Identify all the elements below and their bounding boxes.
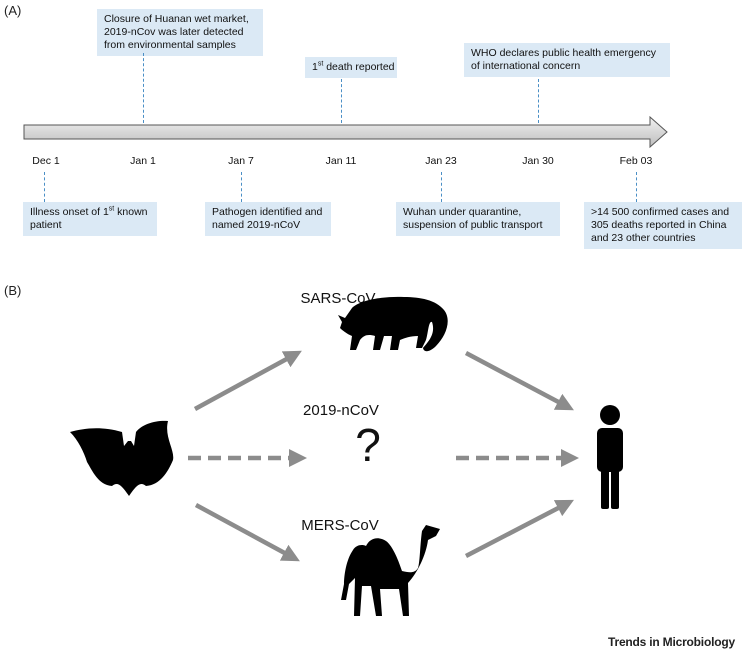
event-text-line: patient: [30, 219, 62, 231]
event-text-line: and 23 other countries: [591, 232, 696, 244]
journal-credit: Trends in Microbiology: [608, 635, 735, 649]
event-text: death reported: [323, 61, 395, 73]
event-box-wuhan-quarantine: Wuhan under quarantine, suspension of pu…: [396, 202, 560, 236]
camel-icon: [341, 525, 440, 616]
event-text-line: Closure of Huanan wet market,: [104, 13, 249, 25]
tick-label: Jan 11: [325, 155, 357, 167]
event-text-line: Pathogen identified and: [212, 206, 323, 218]
arrow-civet-to-human: [464, 351, 574, 411]
connector-dash: [441, 172, 442, 202]
tick-label: Feb 03: [619, 155, 653, 167]
event-box-who-emergency: WHO declares public health emergency of …: [464, 43, 670, 77]
event-text-line: named 2019-nCoV: [212, 219, 301, 231]
arrow-bat-to-camel: [194, 503, 300, 562]
arrow-camel-to-human: [464, 499, 574, 558]
event-text-sup: st: [317, 60, 324, 68]
connector-dash: [341, 79, 342, 123]
bat-icon: [70, 420, 174, 496]
event-text-line: of international concern: [471, 60, 581, 72]
ncov-label: 2019-nCoV: [303, 402, 379, 419]
event-text-sup: st: [108, 205, 115, 213]
connector-dash: [143, 53, 144, 123]
event-text: Illness onset of 1: [30, 206, 109, 218]
arrow-bat-to-civet: [193, 350, 302, 411]
event-box-pathogen-identified: Pathogen identified and named 2019-nCoV: [205, 202, 331, 236]
event-text-line: suspension of public transport: [403, 219, 543, 231]
tick-label: Jan 7: [228, 155, 254, 167]
event-box-first-death: 1st death reported: [305, 57, 397, 78]
event-text-line: >14 500 confirmed cases and: [591, 206, 730, 218]
tick-label: Dec 1: [32, 155, 60, 167]
event-box-illness-onset: Illness onset of 1st known patient: [23, 202, 157, 236]
sars-cov-label: SARS-CoV: [300, 290, 376, 307]
tick-label: Jan 1: [130, 155, 156, 167]
civet-icon: [338, 296, 448, 352]
panel-b-label: (B): [4, 283, 22, 298]
event-box-confirmed-cases: >14 500 confirmed cases and 305 deaths r…: [584, 202, 742, 249]
unknown-host-question-mark: ?: [355, 419, 381, 471]
connector-dash: [538, 79, 539, 123]
connector-dash: [44, 172, 45, 202]
mers-cov-label: MERS-CoV: [301, 517, 379, 534]
event-text-line: 2019-nCov was later detected: [104, 26, 244, 38]
event-text-line: Wuhan under quarantine,: [403, 206, 522, 218]
human-icon: [597, 405, 623, 509]
connector-dash: [241, 172, 242, 202]
connector-dash: [636, 172, 637, 202]
event-text-line: WHO declares public health emergency: [471, 47, 657, 59]
tick-label: Jan 23: [425, 155, 457, 167]
event-box-market-closure: Closure of Huanan wet market, 2019-nCov …: [97, 9, 263, 56]
event-text: 1: [312, 61, 318, 73]
event-text: known: [114, 206, 148, 218]
event-text-line: from environmental samples: [104, 39, 236, 51]
timeline-arrow: [23, 115, 668, 149]
panel-a-label: (A): [4, 3, 22, 18]
event-text-line: 305 deaths reported in China: [591, 219, 727, 231]
tick-label: Jan 30: [522, 155, 554, 167]
